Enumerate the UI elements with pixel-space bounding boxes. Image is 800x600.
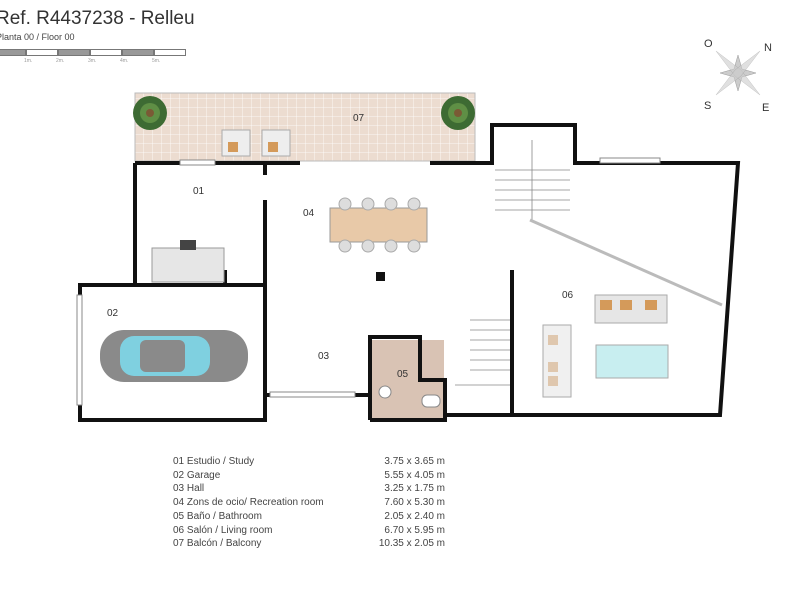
room-label-05: 05: [397, 369, 409, 380]
legend-number: 03: [173, 483, 185, 495]
legend-number: 04: [173, 497, 185, 509]
compass-north: N: [764, 42, 772, 54]
balcony-floor: [134, 92, 476, 162]
legend-row: 01 Estudio / Study 3.75 x 3.65 m: [173, 455, 445, 469]
legend-row: 05 Baño / Bathroom 2.05 x 2.40 m: [173, 510, 445, 524]
legend-row: 06 Salón / Living room 6.70 x 5.95 m: [173, 524, 445, 538]
desk: [151, 247, 225, 283]
legend-size: 6.70 x 5.95 m: [384, 524, 445, 536]
dining-chairs: [338, 197, 421, 253]
legend-size: 2.05 x 2.40 m: [384, 510, 445, 522]
room-label-06: 06: [562, 290, 574, 301]
sofa: [542, 324, 572, 398]
legend-name: Zons de ocio/ Recreation room: [186, 497, 324, 509]
scale-label: 5m.: [152, 58, 161, 64]
dining-table: [329, 207, 428, 243]
legend-number: 01: [173, 456, 185, 467]
palm-plant-icon: [441, 96, 475, 130]
compass-south: S: [704, 100, 711, 112]
sink-icon: [378, 385, 392, 399]
room-label-04: 04: [303, 208, 315, 219]
page-title: Ref. R4437238 - Relleu: [0, 8, 195, 29]
legend-name: Balcón / Balcony: [186, 538, 262, 550]
compass-rose-icon: O N S E: [704, 38, 772, 114]
rug: [595, 344, 669, 379]
room-label-02: 02: [107, 308, 119, 319]
car-icon: [100, 330, 248, 382]
legend-name: Salón / Living room: [186, 524, 273, 536]
windows: [76, 157, 661, 406]
scale-label: 2m.: [56, 58, 65, 64]
office-chair: [180, 240, 196, 250]
legend-number: 06: [173, 524, 185, 536]
legend-size: 5.55 x 4.05 m: [384, 469, 445, 481]
floor-subtitle: Planta 00 / Floor 00: [0, 32, 75, 42]
room-label-07: 07: [353, 113, 365, 124]
legend-row: 02 Garage 5.55 x 4.05 m: [173, 469, 445, 483]
legend-size: 3.25 x 1.75 m: [384, 483, 445, 495]
legend-row: 07 Balcón / Balcony 10.35 x 2.05 m: [173, 537, 445, 551]
armchair-icon: [221, 129, 291, 157]
legend-size: 7.60 x 5.30 m: [384, 497, 445, 509]
scale-label: 4m.: [120, 58, 129, 64]
legend-row: 04 Zons de ocio/ Recreation room 7.60 x 5…: [173, 496, 445, 510]
room-label-01: 01: [193, 186, 205, 197]
scale-label: 1m.: [24, 58, 33, 64]
staircase: [455, 140, 723, 386]
legend-size: 10.35 x 2.05 m: [378, 538, 445, 550]
toilet-icon: [421, 394, 441, 408]
column: [376, 272, 385, 281]
legend-name: Garage: [186, 469, 221, 481]
legend-number: 07: [173, 538, 185, 550]
legend-name: Estudio / Study: [186, 456, 255, 467]
legend-name: Hall: [186, 483, 205, 495]
scale-label: 3m.: [88, 58, 97, 64]
scale-bar: [0, 49, 186, 56]
room-legend: 01 Estudio / Study 3.75 x 3.65 m 02 Garag…: [173, 455, 445, 551]
legend-size: 3.75 x 3.65 m: [384, 456, 445, 467]
legend-name: Baño / Bathroom: [186, 510, 262, 522]
room-label-03: 03: [318, 351, 330, 362]
legend-number: 02: [173, 469, 185, 481]
compass-east: E: [762, 102, 769, 114]
legend-number: 05: [173, 510, 185, 522]
legend-row: 03 Hall 3.25 x 1.75 m: [173, 482, 445, 496]
compass-west: O: [704, 38, 713, 50]
palm-plant-icon: [133, 96, 167, 130]
